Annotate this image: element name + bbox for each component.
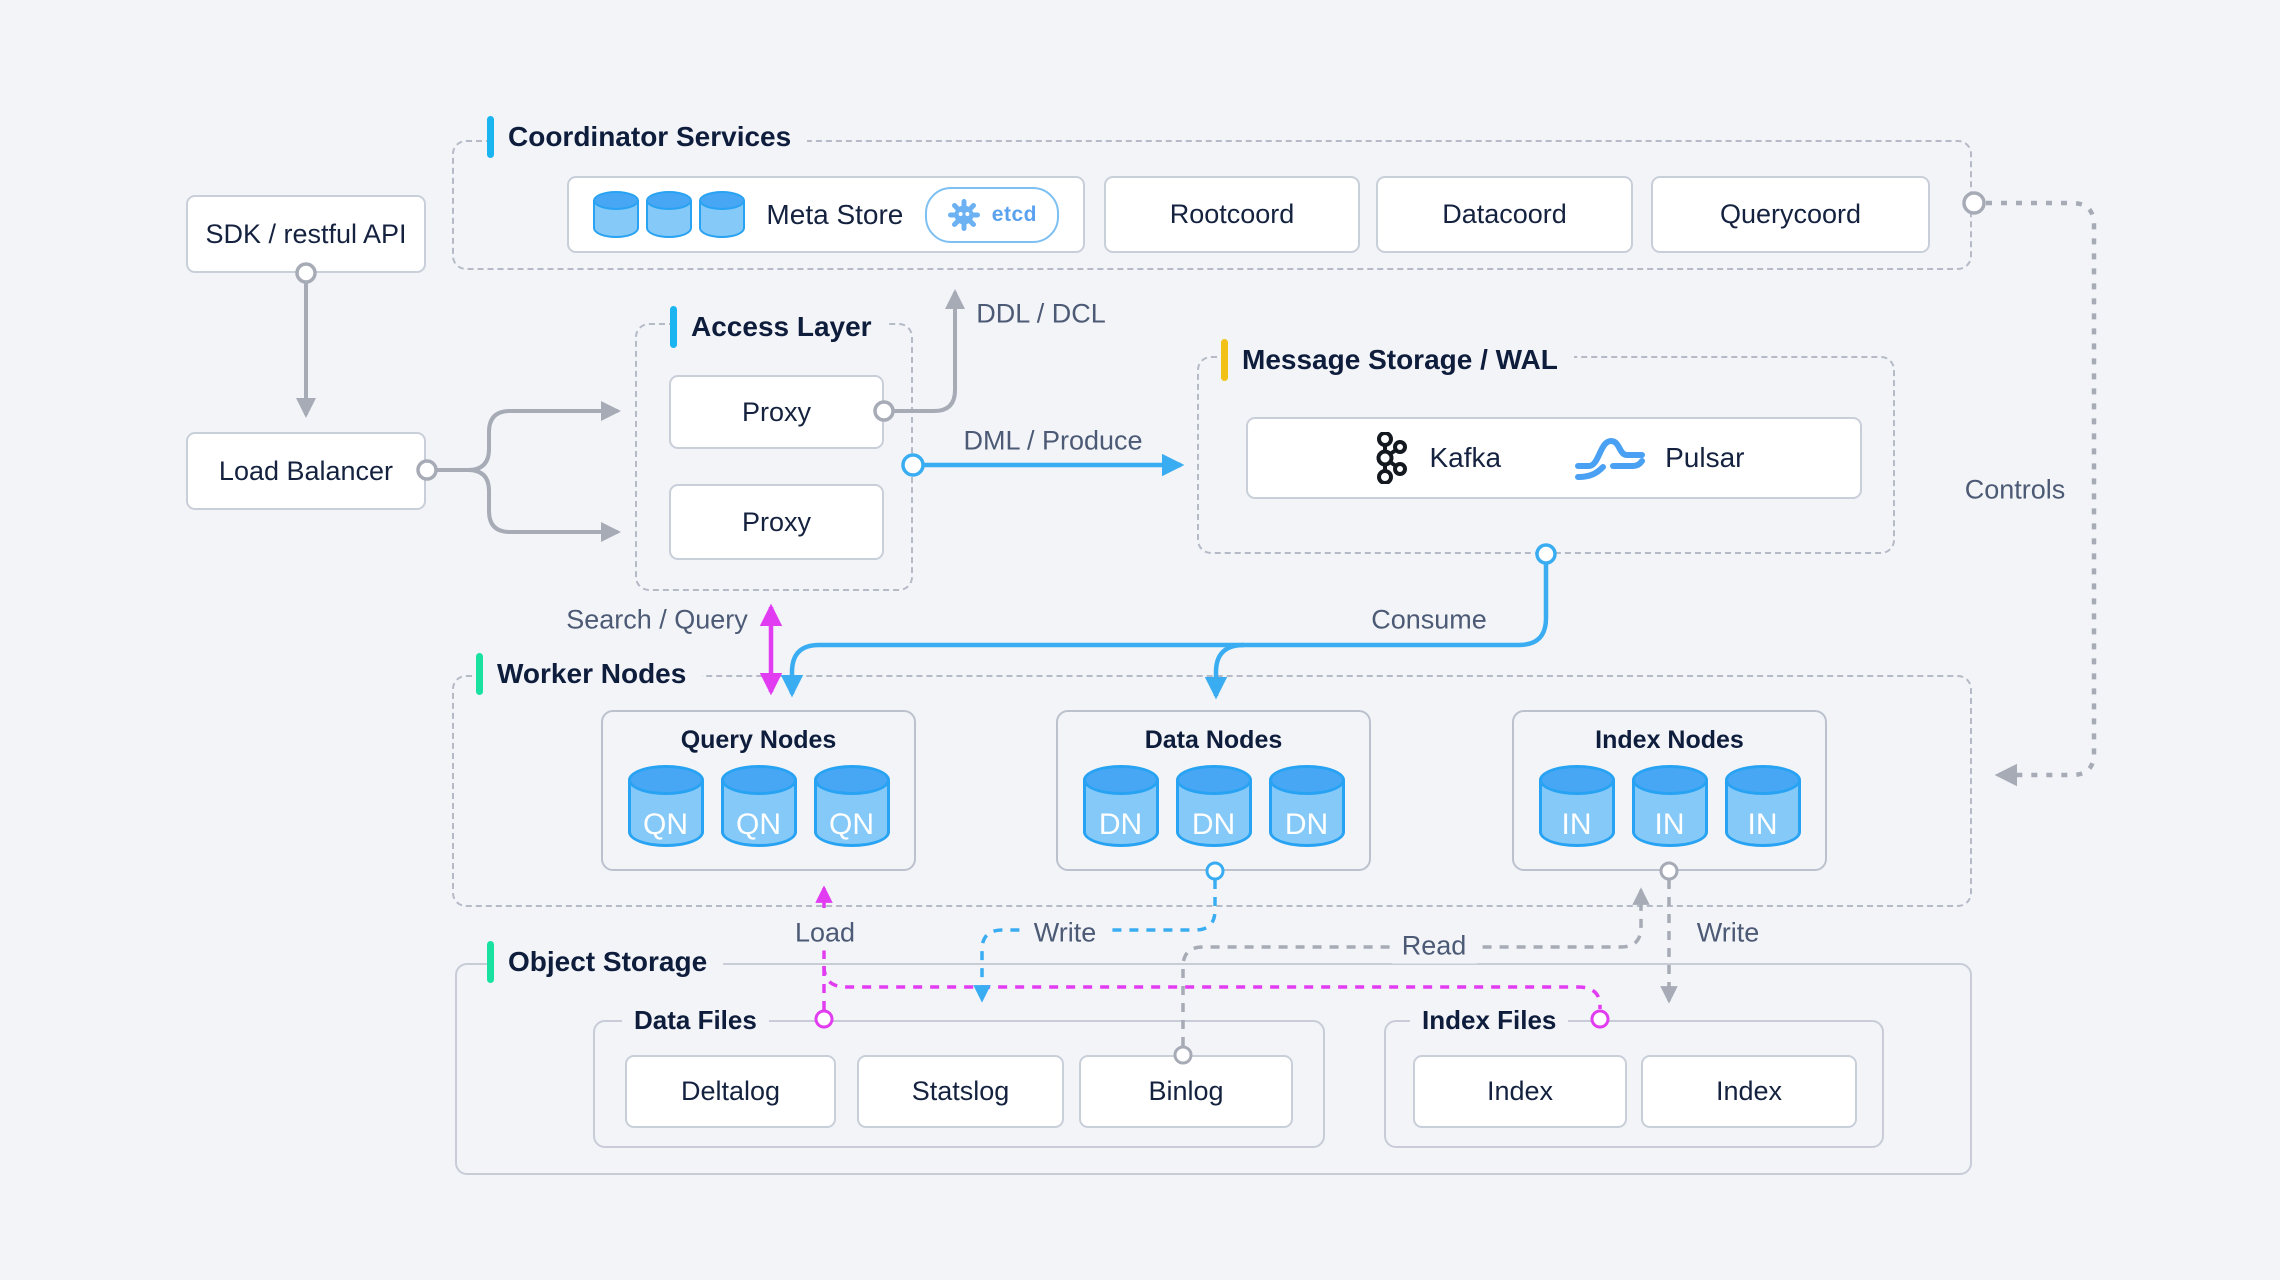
- data-files-title: Data Files: [634, 1004, 757, 1035]
- proxy-box-1: Proxy: [669, 375, 884, 449]
- coordinator-services-title: Coordinator Services: [508, 121, 792, 152]
- database-cylinder-icon: QN: [813, 765, 890, 847]
- database-cylinder-icon: [646, 191, 692, 238]
- index-files-title: Index Files: [1422, 1004, 1557, 1035]
- index-file-box-1: Index: [1413, 1055, 1627, 1128]
- datacoord-box: Datacoord: [1376, 176, 1633, 253]
- index-nodes-card: Index Nodes IN IN IN: [1512, 710, 1827, 871]
- ddl-dcl-label: DDL / DCL: [976, 298, 1106, 329]
- dml-produce-label: DML / Produce: [963, 425, 1143, 456]
- rootcoord-label: Rootcoord: [1169, 199, 1295, 229]
- gear-icon: [947, 198, 980, 231]
- access-accent-bar: [670, 306, 677, 348]
- edge-lb-to-proxy1: [436, 401, 621, 472]
- data-files-label: Data Files: [622, 1001, 769, 1039]
- read-label: Read: [1391, 928, 1477, 964]
- etcd-label: etcd: [991, 202, 1037, 226]
- index-nodes-title: Index Nodes: [1595, 726, 1744, 754]
- message-engines-card: Kafka Pulsar: [1246, 417, 1862, 499]
- consume-label: Consume: [1371, 604, 1487, 635]
- meta-store-cylinders: [593, 191, 745, 238]
- kafka-icon: [1376, 432, 1407, 484]
- database-cylinder-icon: [593, 191, 639, 238]
- pulsar-group: Pulsar: [1575, 434, 1744, 482]
- binlog-label: Binlog: [1148, 1076, 1224, 1106]
- datacoord-label: Datacoord: [1442, 199, 1567, 229]
- query-nodes-card: Query Nodes QN QN QN: [601, 710, 916, 871]
- meta-store-card: Meta Store etcd: [567, 176, 1085, 253]
- kafka-label: Kafka: [1429, 442, 1502, 473]
- data-nodes-card: Data Nodes DN DN DN: [1056, 710, 1371, 871]
- data-nodes-title: Data Nodes: [1144, 726, 1283, 754]
- querycoord-label: Querycoord: [1719, 199, 1862, 229]
- database-cylinder-icon: DN: [1268, 765, 1345, 847]
- proxy-label: Proxy: [741, 396, 812, 427]
- index-files-label: Index Files: [1410, 1001, 1569, 1039]
- index-file-label: Index: [1486, 1076, 1554, 1106]
- search-query-label: Search / Query: [566, 604, 748, 635]
- controls-label: Controls: [1964, 474, 2066, 505]
- write-index-label: Write: [1696, 917, 1760, 948]
- coordinator-services-label: Coordinator Services: [487, 115, 808, 159]
- message-storage-title: Message Storage / WAL: [1242, 344, 1558, 375]
- database-cylinder-icon: IN: [1724, 765, 1801, 847]
- sdk-box: SDK / restful API: [186, 195, 426, 273]
- index-file-box-2: Index: [1641, 1055, 1857, 1128]
- proxy-label: Proxy: [741, 506, 812, 537]
- load-balancer-box: Load Balancer: [186, 432, 426, 510]
- etcd-badge: etcd: [924, 186, 1059, 243]
- meta-store-label: Meta Store: [766, 198, 904, 230]
- access-layer-label: Access Layer: [670, 305, 888, 349]
- statslog-box: Statslog: [857, 1055, 1064, 1128]
- index-nodes-cylinders: IN IN IN: [1538, 765, 1801, 847]
- edge-lb-to-proxy2: [436, 468, 621, 542]
- message-storage-label: Message Storage / WAL: [1221, 338, 1574, 382]
- load-label: Load: [784, 915, 866, 951]
- write-data-label: Write: [1023, 915, 1107, 951]
- index-file-label: Index: [1715, 1076, 1783, 1106]
- worker-nodes-label: Worker Nodes: [476, 652, 703, 696]
- database-cylinder-icon: QN: [627, 765, 704, 847]
- binlog-box: Binlog: [1079, 1055, 1293, 1128]
- database-cylinder-icon: IN: [1538, 765, 1615, 847]
- database-cylinder-icon: IN: [1631, 765, 1708, 847]
- database-cylinder-icon: DN: [1082, 765, 1159, 847]
- database-cylinder-icon: QN: [720, 765, 797, 847]
- data-files-box: [593, 1020, 1325, 1148]
- coordinator-accent-bar: [487, 116, 494, 158]
- deltalog-label: Deltalog: [680, 1076, 781, 1106]
- sdk-label: SDK / restful API: [205, 218, 407, 249]
- storage-accent-bar: [487, 941, 494, 983]
- object-storage-label: Object Storage: [487, 940, 724, 984]
- query-nodes-title: Query Nodes: [680, 726, 837, 754]
- query-nodes-cylinders: QN QN QN: [627, 765, 890, 847]
- rootcoord-box: Rootcoord: [1104, 176, 1360, 253]
- access-layer-title: Access Layer: [691, 311, 872, 342]
- object-storage-title: Object Storage: [508, 946, 708, 977]
- pulsar-label: Pulsar: [1665, 442, 1745, 473]
- worker-nodes-title: Worker Nodes: [497, 658, 687, 689]
- message-accent-bar: [1221, 339, 1228, 381]
- load-balancer-label: Load Balancer: [218, 455, 394, 486]
- querycoord-box: Querycoord: [1651, 176, 1930, 253]
- worker-accent-bar: [476, 653, 483, 695]
- data-nodes-cylinders: DN DN DN: [1082, 765, 1345, 847]
- proxy-box-2: Proxy: [669, 484, 884, 560]
- statslog-label: Statslog: [911, 1076, 1010, 1106]
- deltalog-box: Deltalog: [625, 1055, 836, 1128]
- kafka-group: Kafka: [1364, 432, 1502, 484]
- database-cylinder-icon: DN: [1175, 765, 1252, 847]
- pulsar-icon: [1575, 437, 1646, 480]
- database-cylinder-icon: [699, 191, 745, 238]
